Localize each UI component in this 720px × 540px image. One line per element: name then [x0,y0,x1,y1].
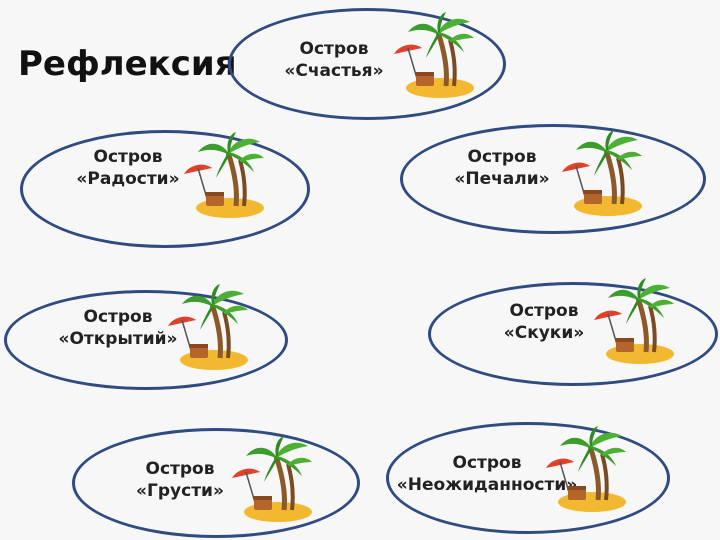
island-label-line2: «Грусти» [136,481,224,501]
palm-island-icon [226,434,316,524]
island-happiness-label: Остров «Счастья» [278,38,390,82]
island-boredom-label: Остров «Скуки» [488,300,600,344]
island-label-line1: Остров [145,459,215,479]
island-label-line1: Остров [467,147,537,167]
island-sadness-label: Остров «Грусти» [124,458,236,502]
island-happiness-ellipse [228,8,506,120]
island-label-line1: Остров [93,147,163,167]
island-label-line1: Остров [299,39,369,59]
island-sorrow-ellipse [400,124,706,234]
island-label-line2: «Радости» [76,169,180,189]
palm-island-icon [540,424,630,514]
island-sadness-ellipse [72,428,360,538]
island-label-line1: Остров [83,307,153,327]
island-label-line2: «Неожиданности» [396,475,578,495]
island-label-line2: «Счастья» [284,61,384,81]
page-title: Рефлексия [18,44,237,84]
island-label-line2: «Печали» [454,169,550,189]
island-joy-ellipse [20,130,310,248]
island-label-line2: «Открытий» [58,329,178,349]
island-sorrow-label: Остров «Печали» [446,146,558,190]
island-label-line1: Остров [452,453,522,473]
palm-island-icon [388,10,478,100]
palm-island-icon [162,282,252,372]
island-discovery-ellipse [4,290,288,390]
island-surprise-label: Остров «Неожиданности» [394,452,580,496]
palm-island-icon [178,130,268,220]
island-label-line1: Остров [509,301,579,321]
island-discovery-label: Остров «Открытий» [50,306,186,350]
palm-island-icon [588,276,678,366]
island-surprise-ellipse [386,422,670,534]
island-joy-label: Остров «Радости» [72,146,184,190]
island-boredom-ellipse [428,282,718,386]
island-label-line2: «Скуки» [503,323,585,343]
palm-island-icon [556,128,646,218]
